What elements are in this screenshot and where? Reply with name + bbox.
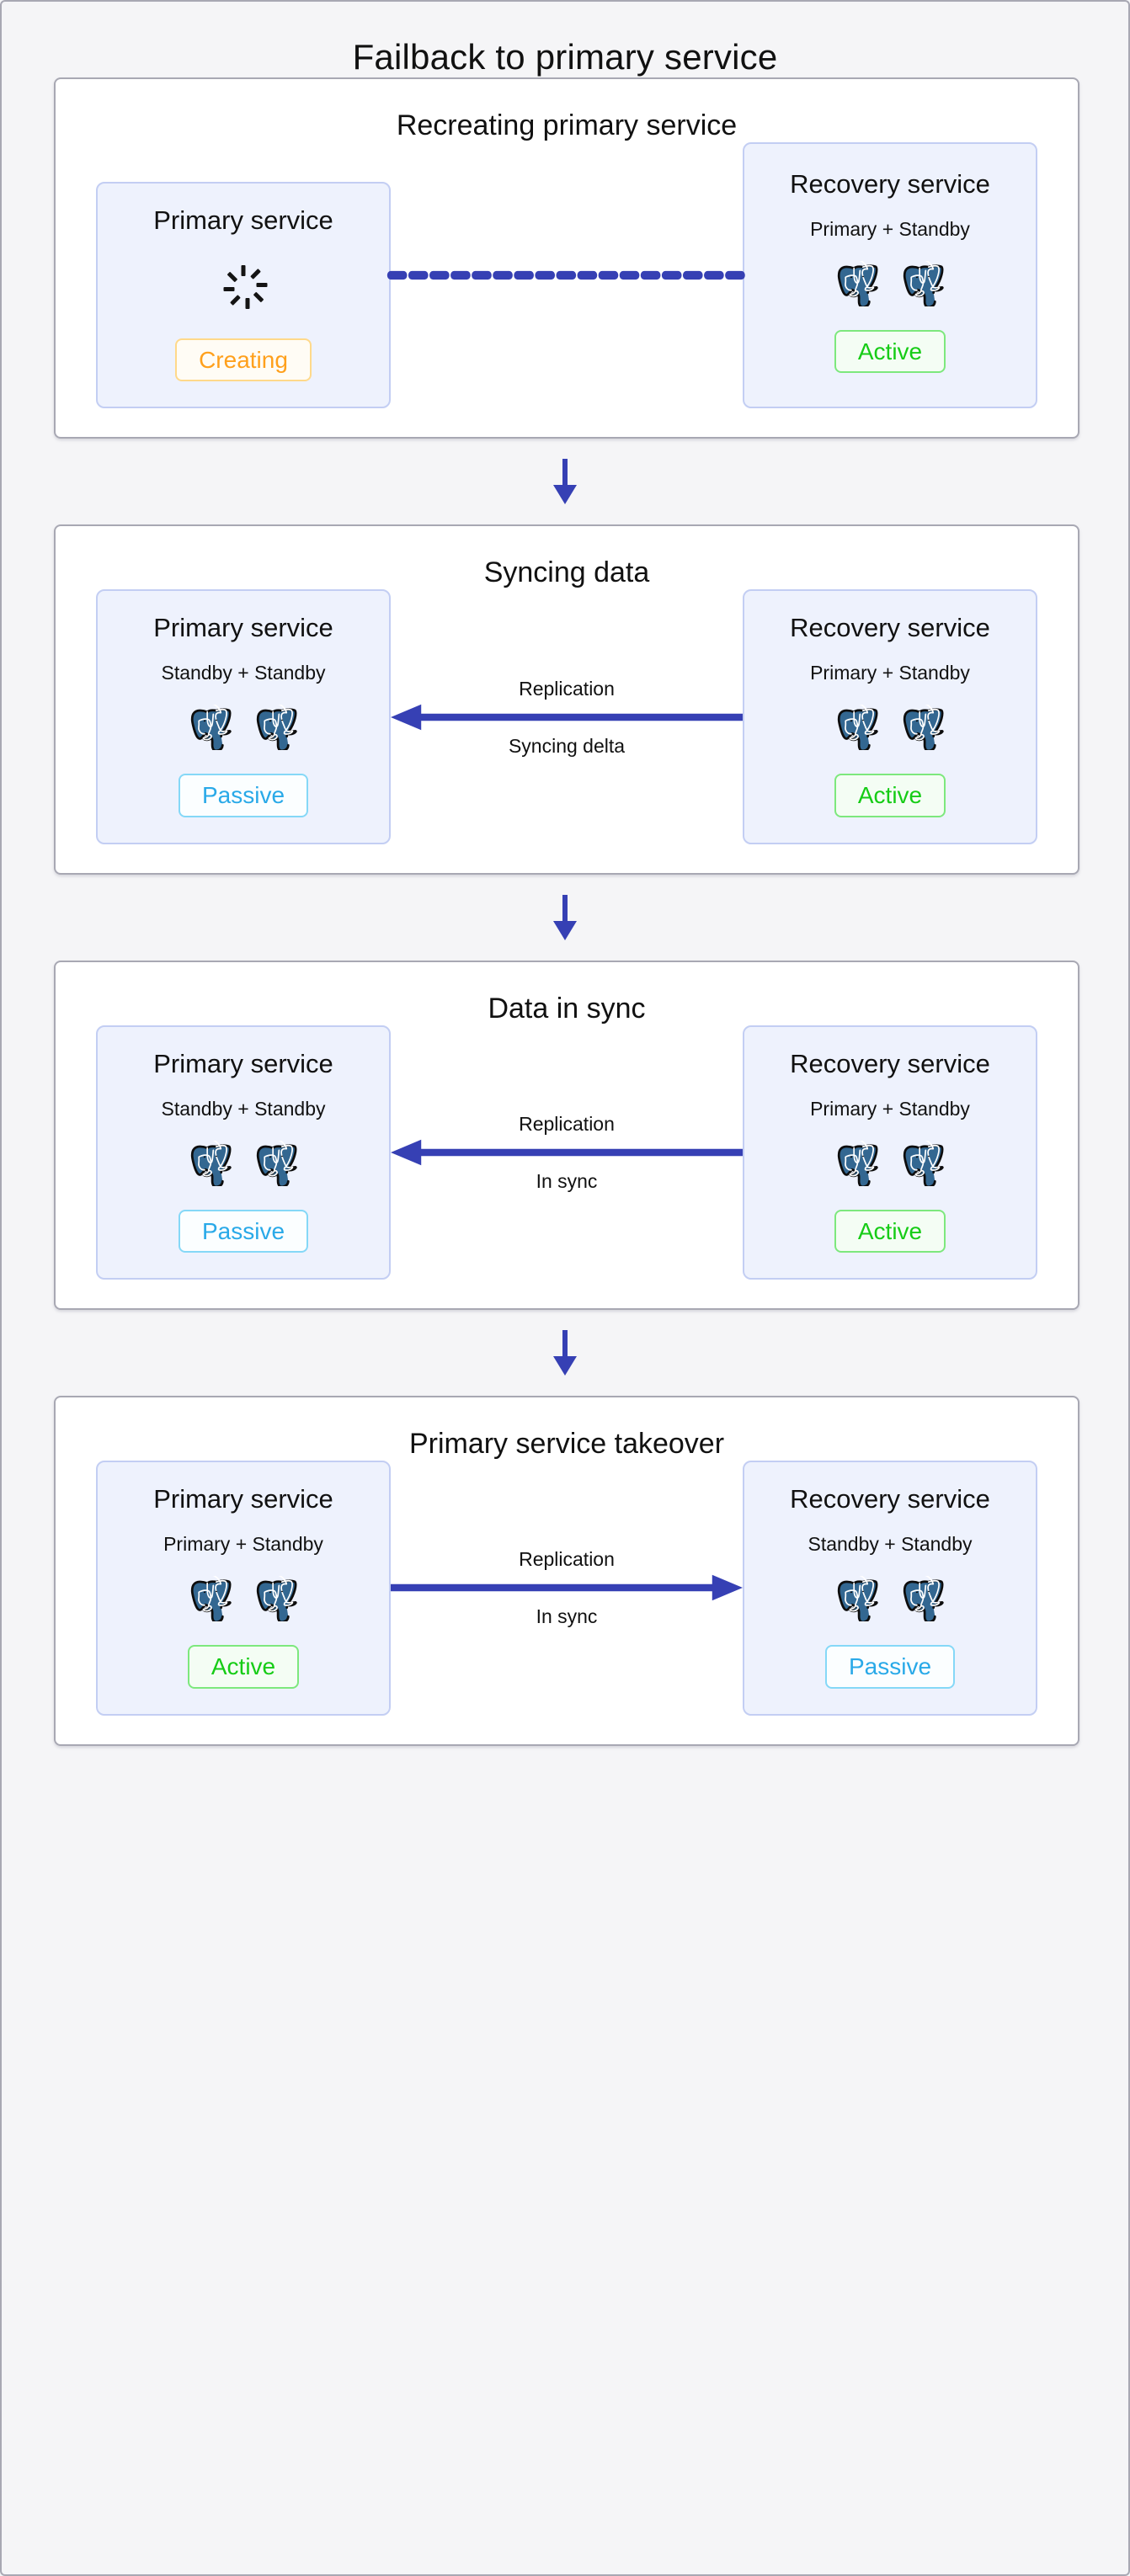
connector-label-top: Replication xyxy=(519,1112,615,1135)
database-node-list xyxy=(189,1576,298,1622)
service-name: Primary service xyxy=(153,1484,333,1514)
connector-data-in-sync: Replication In sync xyxy=(391,1089,743,1216)
service-name: Primary service xyxy=(153,1048,333,1078)
replication-arrow-right xyxy=(391,1575,743,1601)
arrow-down-icon xyxy=(553,894,577,940)
service-name: Recovery service xyxy=(790,613,990,643)
stage-card-takeover: Primary service takeover Primary service… xyxy=(54,1396,1079,1746)
status-badge: Passive xyxy=(824,1645,956,1689)
service-name: Primary service xyxy=(153,205,333,235)
service-name: Recovery service xyxy=(790,1484,990,1514)
postgresql-elephant-icon xyxy=(901,705,945,751)
stage-title: Primary service takeover xyxy=(408,1428,725,1461)
postgresql-elephant-icon xyxy=(189,1140,232,1186)
database-node-list xyxy=(835,1576,945,1622)
service-name: Recovery service xyxy=(790,1048,990,1078)
status-badge: Active xyxy=(834,774,946,817)
database-node-list xyxy=(835,1140,945,1186)
connector-label-bottom: In sync xyxy=(536,1169,598,1192)
connector-label-bottom: Syncing delta xyxy=(508,734,626,757)
stage-title: Syncing data xyxy=(483,556,650,589)
status-badge: Passive xyxy=(178,774,309,817)
postgresql-elephant-icon xyxy=(189,1576,232,1622)
postgresql-elephant-icon xyxy=(254,1140,298,1186)
postgresql-elephant-icon xyxy=(835,705,879,751)
connector-recreating xyxy=(386,212,747,338)
connector-label-bottom: In sync xyxy=(536,1605,598,1628)
service-name: Recovery service xyxy=(790,169,990,199)
postgresql-elephant-icon xyxy=(901,261,945,306)
service-roles: Primary + Standby xyxy=(810,662,970,684)
postgresql-elephant-icon xyxy=(901,1576,945,1622)
arrow-down-icon xyxy=(553,459,577,505)
connector-takeover: Replication In sync xyxy=(391,1525,743,1651)
postgresql-elephant-icon xyxy=(901,1140,945,1186)
connector-label-top: Replication xyxy=(519,1548,615,1571)
status-badge: Active xyxy=(834,1209,946,1253)
arrow-down-icon xyxy=(553,1330,577,1376)
database-node-list xyxy=(835,705,945,751)
service-roles: Primary + Standby xyxy=(810,218,970,240)
stage-list: Recreating primary service Primary servi… xyxy=(2,77,1128,1746)
postgresql-elephant-icon xyxy=(189,705,232,751)
service-roles: Primary + Standby xyxy=(163,1533,323,1556)
connector-syncing: Replication Syncing delta xyxy=(391,654,743,780)
status-badge: Passive xyxy=(178,1209,309,1253)
service-roles: Standby + Standby xyxy=(161,1097,326,1120)
service-name: Primary service xyxy=(153,613,333,643)
status-badge: Active xyxy=(834,330,946,374)
stage-card-recreating: Recreating primary service Primary servi… xyxy=(54,77,1079,439)
postgresql-elephant-icon xyxy=(835,1140,879,1186)
replication-arrow-left xyxy=(391,1139,743,1166)
status-badge: Creating xyxy=(175,338,312,381)
postgresql-elephant-icon xyxy=(254,1576,298,1622)
stage-title: Data in sync xyxy=(488,992,646,1025)
database-node-list xyxy=(189,705,298,751)
postgresql-elephant-icon xyxy=(835,261,879,306)
stage-title: Recreating primary service xyxy=(396,109,738,141)
database-node-list xyxy=(835,261,945,306)
connector-label-top: Replication xyxy=(519,677,615,700)
page-title: Failback to primary service xyxy=(352,37,778,77)
service-roles: Standby + Standby xyxy=(161,662,326,684)
postgresql-elephant-icon xyxy=(254,705,298,751)
postgresql-elephant-icon xyxy=(835,1576,879,1622)
dashed-connector xyxy=(386,271,747,280)
replication-arrow-left xyxy=(391,704,743,730)
status-badge: Active xyxy=(187,1645,300,1689)
service-roles: Primary + Standby xyxy=(810,1097,970,1120)
database-node-list xyxy=(189,1140,298,1186)
spinner-icon xyxy=(221,264,268,310)
service-roles: Standby + Standby xyxy=(808,1533,973,1556)
